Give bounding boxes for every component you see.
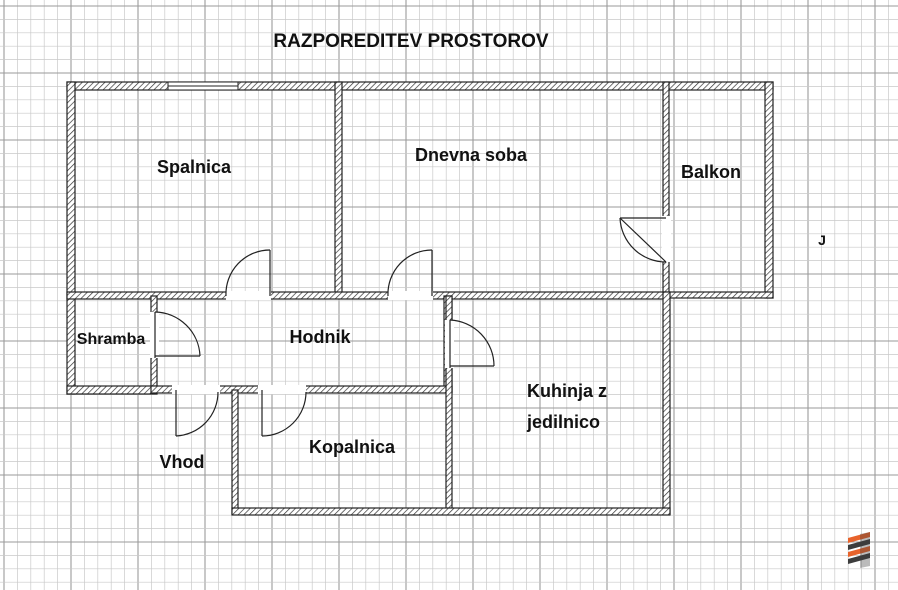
door-balkon bbox=[619, 217, 667, 263]
wall-kuhinja-right bbox=[662, 291, 671, 515]
wall-kopalnica-left bbox=[231, 389, 239, 515]
doors bbox=[150, 216, 671, 437]
room-label-kopalnica: Kopalnica bbox=[309, 437, 396, 457]
room-label-shramba: Shramba bbox=[77, 331, 146, 348]
room-label-hodnik: Hodnik bbox=[290, 327, 352, 347]
room-label-balkon: Balkon bbox=[681, 162, 741, 182]
room-label-dnevna-soba: Dnevna soba bbox=[415, 145, 528, 165]
plan-title: RAZPOREDITEV PROSTOROV bbox=[273, 31, 549, 52]
wall-balkon-bottom bbox=[664, 291, 774, 299]
compass-label: J bbox=[818, 232, 826, 248]
room-label-spalnica: Spalnica bbox=[157, 157, 232, 177]
wall-bottom bbox=[231, 507, 671, 516]
room-label-kuhinja-line2: jedilnico bbox=[526, 412, 600, 432]
wall-outer-left bbox=[66, 81, 76, 395]
wall-shramba-bottom bbox=[66, 385, 158, 395]
wall-outer-right-balkon bbox=[764, 81, 774, 299]
agency-logo-icon bbox=[848, 532, 870, 568]
room-label-vhod: Vhod bbox=[160, 452, 205, 472]
wall-spalnica-dnevna bbox=[334, 81, 343, 297]
room-label-kuhinja: Kuhinja z bbox=[527, 381, 607, 401]
wall-dnevna-balkon bbox=[662, 81, 670, 297]
